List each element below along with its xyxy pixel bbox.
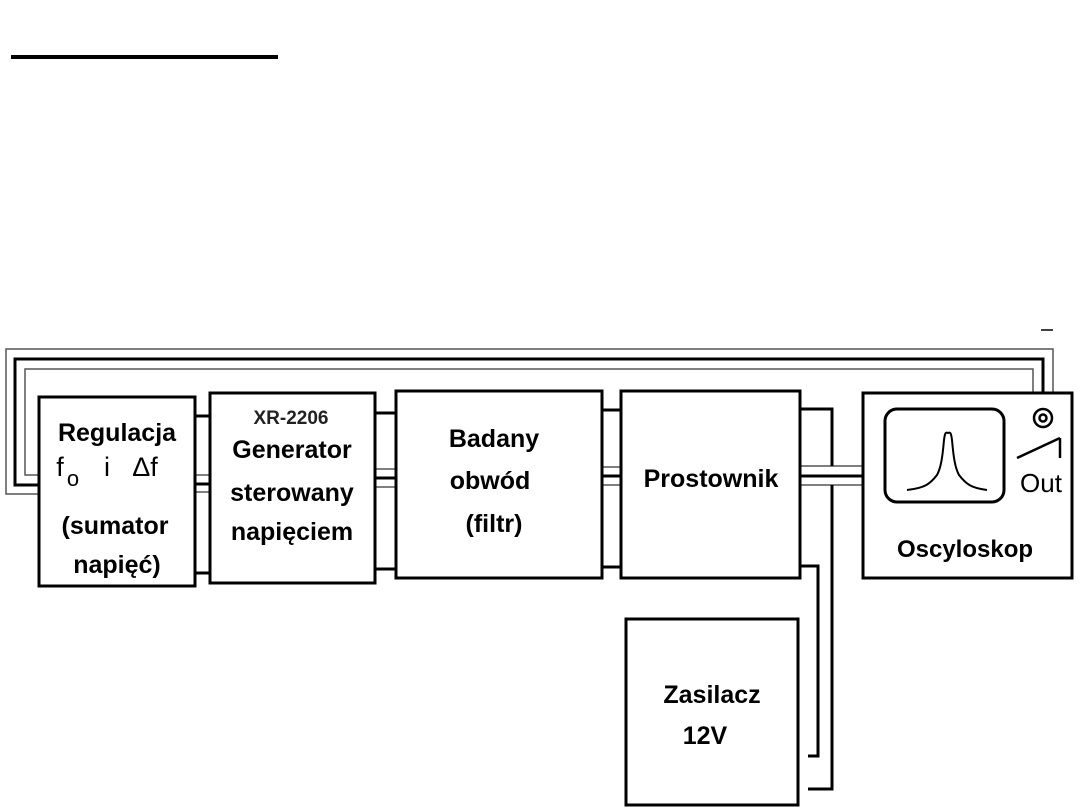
block-rectifier: Prostownik: [619, 389, 802, 580]
wires-regulation-generator: [195, 414, 210, 575]
generator-line-2: sterowany: [230, 479, 354, 507]
block-power-supply: Zasilacz 12V: [624, 617, 800, 807]
block-filter: Badany obwód (filtr): [394, 389, 604, 580]
generator-chip: XR-2206: [254, 408, 329, 429]
wires-generator-filter: [375, 411, 397, 571]
filter-line-3: (filtr): [466, 510, 523, 538]
switch-icon: [1016, 436, 1062, 460]
regulation-line-3: (sumator: [62, 512, 169, 540]
wires-power: [800, 407, 834, 791]
block-generator: XR-2206 Generator sterowany napięciem: [208, 391, 377, 585]
oscilloscope-output-label: Out: [1020, 468, 1063, 498]
regulation-subscript-o: o: [67, 466, 79, 491]
coax-connector-icon: [1032, 407, 1054, 429]
block-regulation: Regulacja f o i Δf (sumator napięć): [37, 395, 197, 588]
oscilloscope-screen-icon: [883, 407, 1006, 504]
feedback-wires: [5, 348, 1054, 495]
regulation-delta-f: Δf: [132, 452, 158, 482]
oscilloscope-label: Oscyloskop: [897, 536, 1033, 563]
feedback-wire-inner: [24, 368, 1034, 476]
regulation-line-1: Regulacja: [58, 419, 177, 447]
wires-filter-rectifier: [602, 408, 622, 569]
regulation-i: i: [104, 452, 110, 482]
generator-line-3: napięciem: [231, 518, 353, 546]
regulation-line-4: napięć): [73, 551, 161, 579]
feedback-wire-middle: [13, 357, 1045, 487]
power-supply-line-1: Zasilacz: [663, 681, 760, 709]
regulation-f: f: [56, 452, 64, 482]
block-oscilloscope: Out Oscyloskop: [861, 391, 1074, 580]
resonance-curve-icon: [906, 431, 988, 491]
rectifier-label: Prostownik: [644, 465, 779, 493]
wires-rectifier-scope: [800, 465, 864, 486]
feedback-wire-outer: [5, 348, 1054, 495]
generator-line-1: Generator: [232, 436, 352, 464]
filter-line-2: obwód: [450, 467, 531, 495]
power-supply-line-2: 12V: [683, 722, 728, 750]
filter-line-1: Badany: [449, 425, 539, 453]
